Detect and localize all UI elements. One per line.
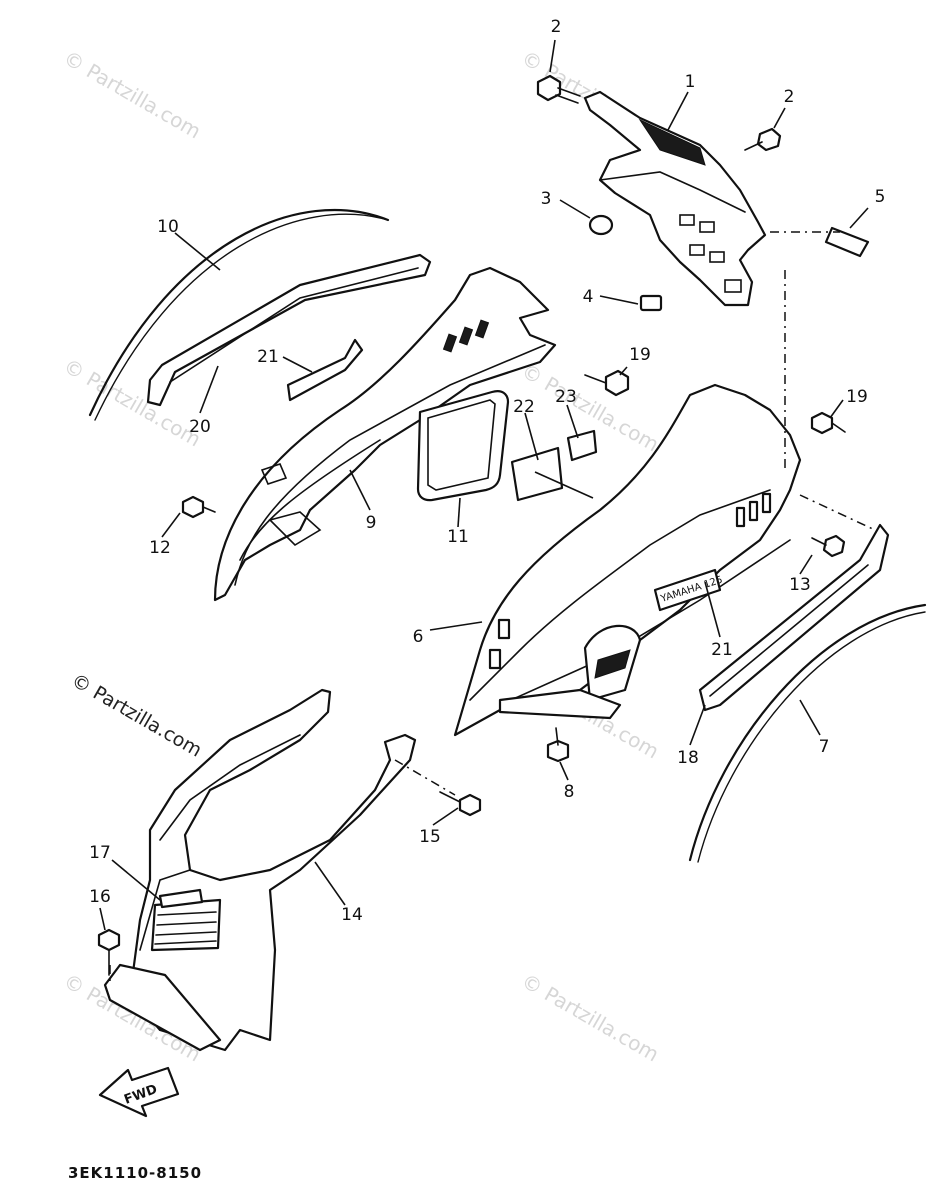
callout-2-right: 2 (784, 87, 795, 107)
callout-18: 18 (677, 748, 699, 768)
callouts: 1 2 2 3 4 5 6 7 8 9 10 11 12 13 14 15 16… (89, 17, 885, 925)
callout-17: 17 (89, 843, 111, 863)
rear-bracket-part-1 (583, 90, 767, 307)
sticker-part-22 (510, 446, 564, 502)
trim-stripe-part-10 (88, 208, 390, 421)
clip-part-4 (639, 294, 663, 312)
bolt-part-2-right (744, 127, 782, 152)
callout-13: 13 (789, 575, 811, 595)
callout-20: 20 (189, 417, 211, 437)
leader-lines (99, 39, 869, 931)
callout-1: 1 (685, 72, 696, 92)
callout-14: 14 (341, 905, 363, 925)
callout-5: 5 (875, 187, 886, 207)
rail-molding-part-18 (698, 523, 890, 712)
bolt-part-19-upper (584, 369, 630, 397)
pad-part-11 (416, 390, 510, 502)
diagram-code-label: 3EK1110-8150 (68, 1164, 202, 1182)
nut-part-3 (588, 214, 614, 236)
bolt-part-16 (97, 928, 121, 976)
rail-molding-part-20 (146, 253, 432, 407)
bolt-part-2-top (536, 74, 581, 104)
callout-21-left: 21 (257, 347, 279, 367)
callout-2-top: 2 (551, 17, 562, 37)
trim-stripe-part-7 (688, 603, 927, 863)
callout-11: 11 (447, 527, 469, 547)
callout-3: 3 (541, 189, 552, 209)
assembly-lines (109, 231, 876, 985)
callout-12: 12 (149, 538, 171, 558)
callout-8: 8 (564, 782, 575, 802)
callout-15: 15 (419, 827, 441, 847)
bolt-part-19-right (810, 411, 846, 435)
rear-body-cover-part-6: YAMAHA 125 (453, 383, 802, 737)
bolt-part-12 (181, 495, 216, 519)
bolt-part-8 (546, 727, 570, 763)
bolt-part-13 (811, 534, 846, 558)
callout-10: 10 (157, 217, 179, 237)
callout-23: 23 (555, 387, 577, 407)
watermark: © Partzilla.com (60, 46, 206, 144)
left-side-cover-part-9 (213, 266, 557, 602)
callout-19-right: 19 (846, 387, 868, 407)
front-panel-part-14 (103, 688, 417, 1052)
callout-9: 9 (366, 513, 377, 533)
callout-4: 4 (583, 287, 594, 307)
callout-7: 7 (819, 737, 830, 757)
fwd-arrow-icon: FWD (98, 1066, 180, 1118)
watermark: © Partzilla.com (518, 969, 664, 1067)
callout-16: 16 (89, 887, 111, 907)
sticker-part-21-left (286, 338, 364, 402)
callout-6: 6 (413, 627, 424, 647)
bolt-part-15 (439, 791, 482, 817)
watermark-dark: © Partzilla.com (68, 669, 206, 761)
callout-21-right: 21 (711, 640, 733, 660)
callout-22: 22 (513, 397, 535, 417)
sticker-part-23 (566, 429, 598, 462)
label-part-5 (824, 226, 870, 258)
callout-19-upper: 19 (629, 345, 651, 365)
